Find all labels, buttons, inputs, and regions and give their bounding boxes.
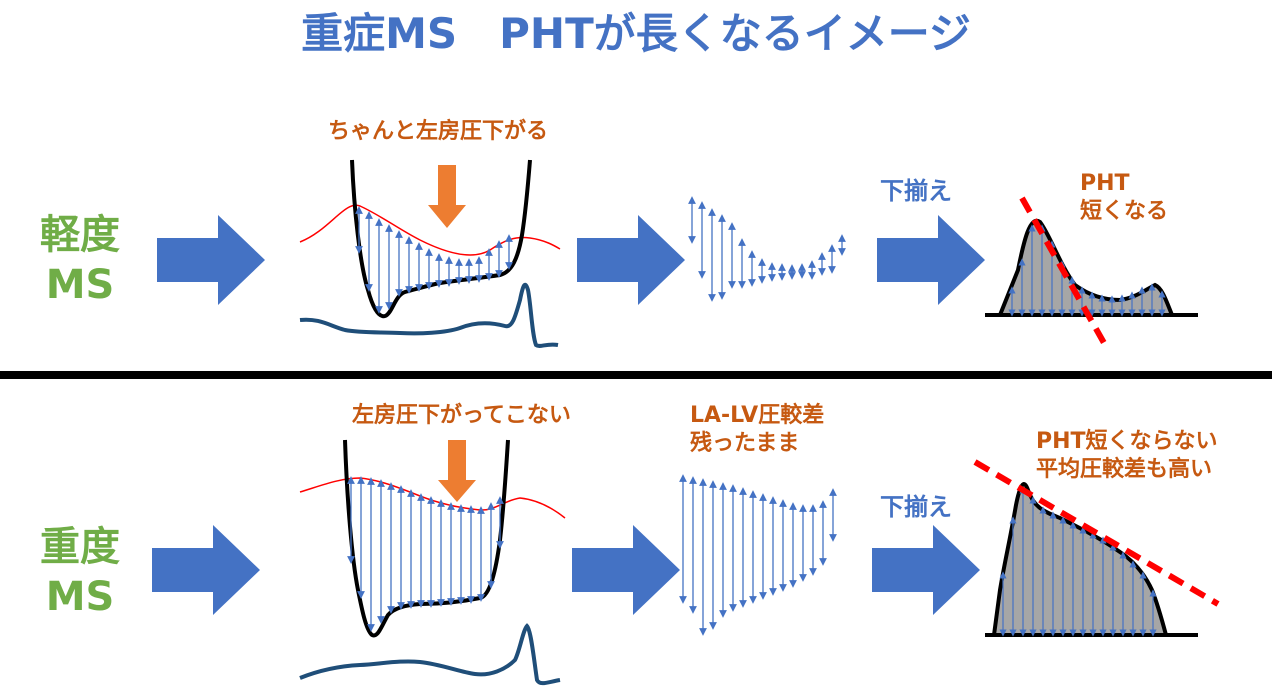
severe-arrow-1 [152,525,260,615]
severe-gradient-line1: LA-LV圧較差 [690,403,825,428]
mild-pressure-panel [299,159,561,348]
mild-extracted-gradients [688,196,846,302]
severe-gradient-arrows [347,476,504,632]
mild-ecg [299,282,559,348]
section-divider [0,371,1272,379]
severe-pht-slope [973,459,1220,607]
mild-arrow-3 [877,215,985,305]
mild-result-line2: 短くなる [1080,198,1169,224]
mild-la-note: ちゃんと左房圧下がる [328,119,549,144]
mild-severity-label: 軽度 MS [20,210,140,310]
mild-arrow-1 [157,215,265,305]
mild-align-label: 下揃え [880,177,952,205]
flow-arrows [152,215,985,615]
severe-extracted-gradients [679,474,837,636]
mild-gradient-arrows [355,206,513,314]
mild-arrow-2 [577,215,685,305]
severe-lv-curve [343,439,510,638]
severe-gradient-note: LA-LV圧較差 残ったまま [690,402,824,457]
severe-down-arrow [438,440,476,502]
mild-aligned-result [985,196,1198,352]
mild-down-arrow [428,165,466,228]
severe-result-line1: PHT短くならない [1036,429,1218,454]
mild-result-note: PHT 短くなる [1080,170,1168,225]
severe-la-note: 左房圧下がってこない [352,403,571,428]
severe-align-label: 下揃え [880,493,952,521]
severe-area [991,482,1169,637]
severe-result-line2: 平均圧較差も高い [1036,456,1213,482]
page-title: 重症MS PHTが長くなるイメージ [301,9,971,58]
severe-label-line2: MS [45,574,115,620]
mild-pht-slope [1019,196,1111,352]
severe-label-line1: 重度 [40,524,120,570]
severe-gradient-line2: 残ったまま [690,430,800,456]
mild-result-line1: PHT [1080,171,1130,196]
severe-arrow-3 [872,525,980,615]
mild-la-curve [299,204,561,256]
severe-pressure-panel [299,439,566,686]
severe-arrow-2 [572,525,680,615]
mild-label-line2: MS [45,262,115,308]
severe-ecg [299,623,561,686]
severe-result-note: PHT短くならない 平均圧較差も高い [1036,428,1218,483]
severe-aligned-result [973,459,1220,637]
mild-label-line1: 軽度 [40,212,120,258]
severe-la-curve [299,477,566,519]
severe-severity-label: 重度 MS [20,522,140,622]
mild-area [997,218,1175,317]
